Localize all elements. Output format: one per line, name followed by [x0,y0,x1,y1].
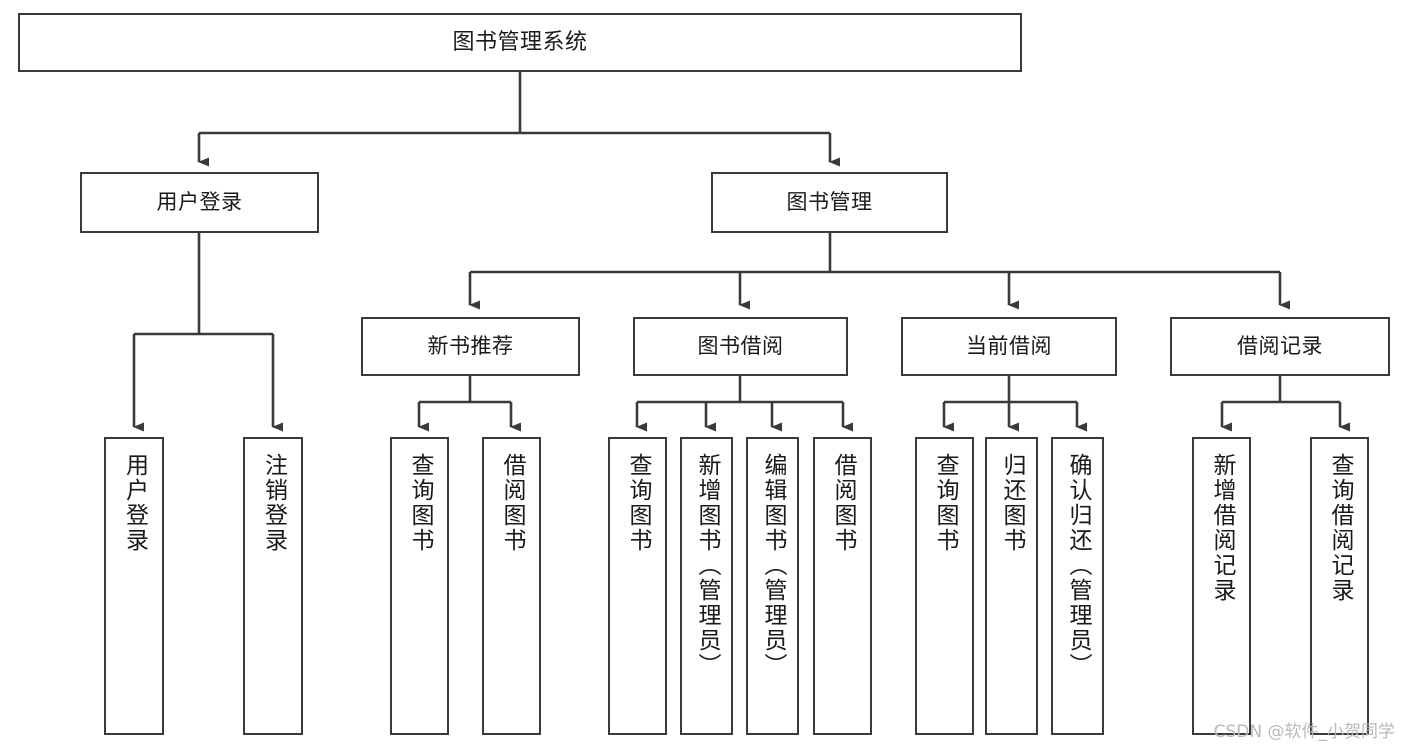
node-label: 当前借阅 [966,334,1052,359]
node-book-manage[interactable]: 图书管理 [711,172,948,233]
node-leaf-return-book[interactable]: 归还图书 [985,437,1038,735]
node-user-login[interactable]: 用户登录 [80,172,319,233]
node-leaf-confirm-return-admin[interactable]: 确认归还（管理员） [1051,437,1104,735]
node-borrow-record[interactable]: 借阅记录 [1170,317,1390,376]
node-label: 新书推荐 [427,334,514,359]
node-label: 借阅图书 [499,453,525,553]
node-leaf-user-login[interactable]: 用户登录 [104,437,164,735]
node-leaf-borrow-book-recommend[interactable]: 借阅图书 [482,437,541,735]
node-current-borrow[interactable]: 当前借阅 [901,317,1117,376]
node-label: 查询图书 [932,453,958,553]
node-leaf-add-book-admin[interactable]: 新增图书（管理员） [680,437,733,735]
node-leaf-edit-book-admin[interactable]: 编辑图书（管理员） [746,437,799,735]
node-label: 查询借阅记录 [1327,453,1353,603]
node-label: 归还图书 [999,453,1025,553]
node-label: 借阅记录 [1237,334,1323,359]
node-leaf-query-book-recommend[interactable]: 查询图书 [390,437,449,735]
node-leaf-add-borrow-record[interactable]: 新增借阅记录 [1192,437,1251,735]
node-leaf-query-book-borrow[interactable]: 查询图书 [608,437,667,735]
node-label: 新增借阅记录 [1209,453,1235,603]
node-leaf-query-book-current[interactable]: 查询图书 [915,437,974,735]
node-label: 查询图书 [407,453,433,553]
node-label: 图书管理系统 [452,29,588,55]
node-book-borrow[interactable]: 图书借阅 [633,317,848,376]
node-label: 用户登录 [121,453,148,553]
node-label: 查询图书 [625,453,651,553]
node-label: 图书管理 [786,190,873,215]
node-label: 用户登录 [156,190,243,215]
node-leaf-borrow-book[interactable]: 借阅图书 [813,437,872,735]
node-root-system[interactable]: 图书管理系统 [18,13,1022,72]
node-label: 注销登录 [260,453,287,553]
node-label: 确认归还（管理员） [1065,453,1091,678]
node-label: 编辑图书（管理员） [760,453,786,678]
node-label: 借阅图书 [830,453,856,553]
node-new-book-recommend[interactable]: 新书推荐 [361,317,580,376]
node-leaf-logout[interactable]: 注销登录 [243,437,303,735]
node-label: 新增图书（管理员） [694,453,720,678]
node-label: 图书借阅 [697,334,784,359]
node-leaf-query-borrow-record[interactable]: 查询借阅记录 [1310,437,1369,735]
